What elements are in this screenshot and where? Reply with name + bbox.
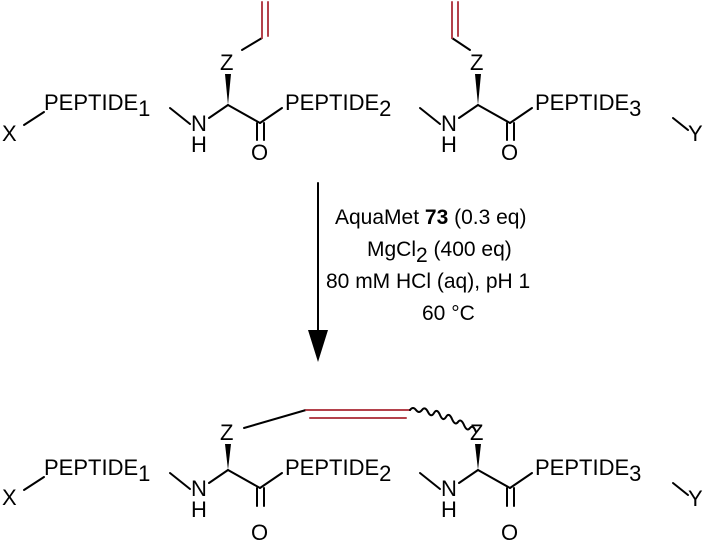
product-bond-peptide1-nh (169, 472, 191, 490)
start-peptide3: PEPTIDE3 (535, 90, 641, 121)
product-nh2-h: H (441, 497, 457, 522)
start-bond-peptide1-nh (169, 107, 191, 125)
start-bond-peptide2-nh (419, 107, 441, 125)
start-z2: Z (470, 50, 483, 75)
product-bond-x-peptide1 (23, 476, 45, 491)
product-x-group: X (2, 485, 17, 510)
start-bond-n1-calpha1 (208, 104, 229, 119)
product-peptide1: PEPTIDE1 (44, 455, 150, 486)
start-bond-calpha1-co1 (227, 104, 261, 124)
arrow-head (308, 330, 328, 362)
product-bond-co2-peptide3 (509, 472, 533, 489)
product-nh1-n: N (191, 476, 207, 501)
start-carbonyl1-o: O (251, 140, 268, 165)
product-bond-co1-peptide2 (259, 472, 283, 489)
product-z2: Z (470, 420, 483, 445)
product-peptide3: PEPTIDE3 (535, 455, 641, 486)
product-wedge2 (475, 444, 481, 470)
reaction-conditions: AquaMet 73 (0.3 eq) MgCl2 (400 eq) 80 mM… (326, 206, 530, 325)
start-nh2-h: H (441, 132, 457, 157)
start-bond-co1-peptide2 (259, 107, 283, 124)
condition-acid: 80 mM HCl (aq), pH 1 (326, 270, 530, 293)
start-bond-peptide3-y (672, 117, 689, 131)
start-bond-z1-chain (241, 37, 263, 51)
product-carbonyl2-o: O (501, 520, 518, 545)
condition-temperature: 60 °C (422, 302, 475, 325)
start-nh2-n: N (441, 111, 457, 136)
product-nh1-h: H (191, 497, 207, 522)
starting-material: X PEPTIDE1 N H Z O PEPTIDE2 N H Z O (2, 1, 703, 165)
product: X PEPTIDE1 N H Z Z O PEPTIDE2 N H O PEPT… (2, 407, 703, 545)
product-bond-calpha1-co1 (227, 469, 261, 489)
start-bond-n2-calpha2 (458, 104, 479, 119)
start-x-group: X (2, 121, 17, 146)
product-bond-n2-calpha2 (458, 469, 479, 484)
reaction-arrow (308, 182, 328, 362)
product-nh2-n: N (441, 476, 457, 501)
product-bond-n1-calpha1 (208, 469, 229, 484)
start-nh1-n: N (191, 111, 207, 136)
product-wedge1 (225, 444, 231, 470)
product-carbonyl1-o: O (251, 520, 268, 545)
catalyst-number: 73 (425, 206, 448, 229)
product-y-group: Y (688, 486, 703, 511)
product-bond-peptide3-y (672, 482, 689, 496)
condition-catalyst: AquaMet 73 (0.3 eq) (335, 206, 526, 229)
start-wedge2 (475, 74, 481, 105)
start-bond-co2-peptide3 (509, 107, 533, 124)
start-y-group: Y (688, 121, 703, 146)
start-bond-z2-chain (451, 37, 471, 51)
product-bond-peptide2-nh (419, 472, 441, 490)
start-z1: Z (220, 50, 233, 75)
product-wavy-bond (409, 407, 477, 433)
product-peptide2: PEPTIDE2 (285, 455, 391, 486)
start-carbonyl2-o: O (501, 140, 518, 165)
product-bond-calpha2-co2 (477, 469, 511, 489)
start-wedge1 (225, 74, 231, 105)
start-bond-calpha2-co2 (477, 104, 511, 124)
product-z1: Z (220, 420, 233, 445)
start-bond-x-peptide1 (23, 111, 45, 126)
condition-salt: MgCl2 (400 eq) (367, 238, 512, 267)
product-bond-z1-alkene (243, 409, 307, 429)
start-peptide2: PEPTIDE2 (285, 90, 391, 121)
start-peptide1: PEPTIDE1 (44, 90, 150, 121)
start-nh1-h: H (191, 132, 207, 157)
